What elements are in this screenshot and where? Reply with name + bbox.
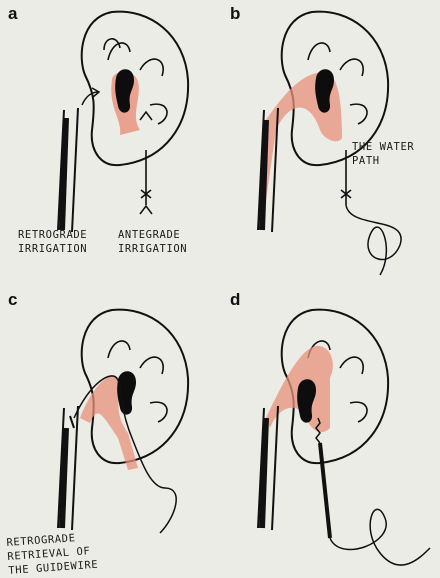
calyces [107, 340, 168, 423]
panel-a-letter: a [8, 4, 18, 23]
panel-b-drawing [257, 10, 402, 276]
kidney-outline [80, 10, 190, 167]
valve-mark [140, 189, 152, 199]
tubing-loop [345, 204, 402, 276]
grasper-tip [69, 415, 75, 429]
tubing-loop [329, 508, 431, 566]
stone [115, 69, 134, 113]
stone [117, 371, 136, 415]
panel-b-letter: b [230, 4, 241, 23]
nephroscope-sheath [318, 442, 332, 539]
water-path-label: THE WATER PATH [352, 141, 415, 167]
antegrade-irrigation-label: ANTEGRADE IRRIGATION [118, 229, 188, 255]
kidney-outline [280, 308, 390, 465]
coiled-wire [315, 417, 321, 444]
antegrade-arrowhead [139, 110, 153, 121]
panel-d-letter: d [230, 290, 241, 309]
retrograde-arrowhead [91, 87, 101, 98]
panel-a-drawing [57, 10, 190, 233]
kidney-outline [280, 10, 390, 167]
panel-d-drawing [257, 308, 431, 566]
retrograde-arrow [81, 91, 99, 106]
panel-c-drawing [57, 308, 190, 534]
stone [297, 379, 316, 423]
calyces [103, 38, 168, 125]
calyces [307, 42, 368, 125]
ureteroscope [259, 417, 269, 529]
guidewire-path [80, 375, 138, 470]
ureteroscope [59, 117, 69, 231]
panel-c-letter: c [8, 290, 18, 309]
retrograde-retrieval-label: RETROGRADE RETRIEVAL OF THE GUIDEWIRE [6, 532, 99, 577]
valve-mark [340, 189, 352, 199]
kidney-outline [80, 308, 190, 465]
ureteroscope [59, 427, 69, 529]
panel-c: c RETROGRADE RETRIEVAL OF THE GUIDEWIRE [0, 288, 220, 577]
panel-d: d [220, 288, 440, 576]
panel-a: a RETROGRADE IRRIGATION ANTEGRADE IRRIGA… [0, 0, 220, 288]
ureteroscope [259, 119, 269, 231]
stone [315, 69, 334, 113]
guidewire [73, 375, 177, 534]
panel-b: b THE WATER PATH [220, 0, 440, 288]
antegrade-arrowhead-lower [139, 204, 153, 215]
retrograde-irrigation-label: RETROGRADE IRRIGATION [18, 229, 88, 255]
